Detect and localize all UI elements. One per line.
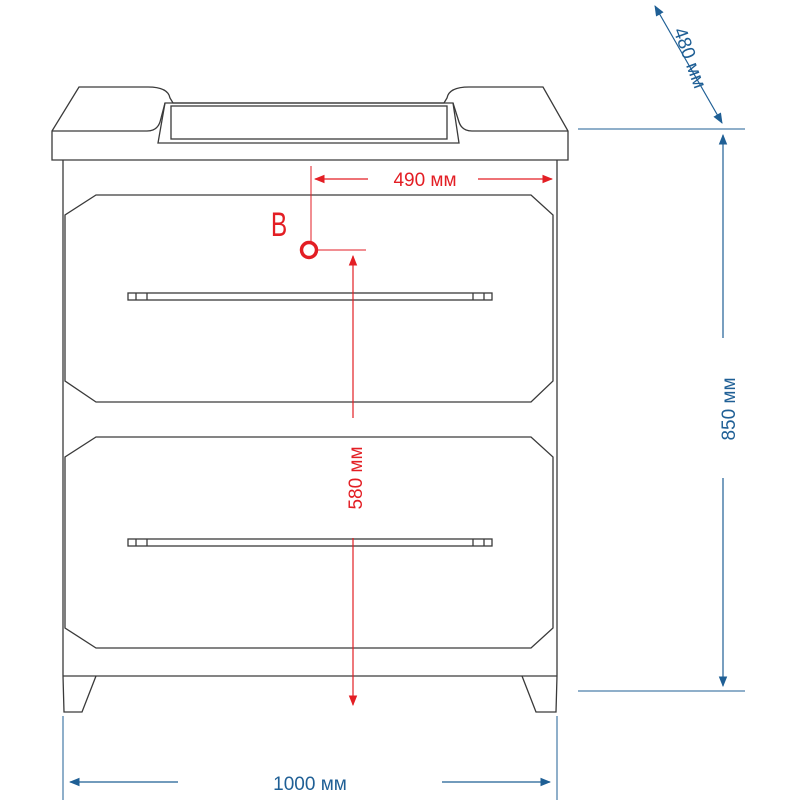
water-outlet-dimensions: 490 мм 580 мм В [271, 166, 554, 707]
lower-drawer-front [64, 436, 554, 649]
overall-dimensions: 1000 мм 850 мм 480 мм [62, 5, 745, 800]
water-point-vertical-label: 580 мм [346, 446, 367, 509]
countertop [51, 86, 569, 161]
depth-dimension-label: 480 мм [669, 25, 710, 91]
width-dimension-label: 1000 мм [273, 774, 347, 795]
lower-drawer-handle [127, 538, 493, 547]
upper-drawer-handle [127, 292, 493, 301]
water-outlet-marker-icon [299, 240, 319, 260]
depth-dimension-line [654, 5, 723, 124]
upper-drawer-front [64, 194, 554, 403]
leg-left [62, 675, 97, 713]
countertop-edge-left-curve [146, 102, 166, 132]
sink-bowl-inner [170, 105, 448, 140]
countertop-edge-right-curve [452, 102, 473, 132]
vanity-cabinet [51, 86, 569, 713]
water-outlet-letter: В [271, 206, 287, 244]
height-dimension-label: 850 мм [719, 377, 740, 440]
leg-right [521, 675, 558, 713]
water-point-horizontal-label: 490 мм [393, 170, 456, 191]
sink-bowl-outer [157, 102, 460, 144]
